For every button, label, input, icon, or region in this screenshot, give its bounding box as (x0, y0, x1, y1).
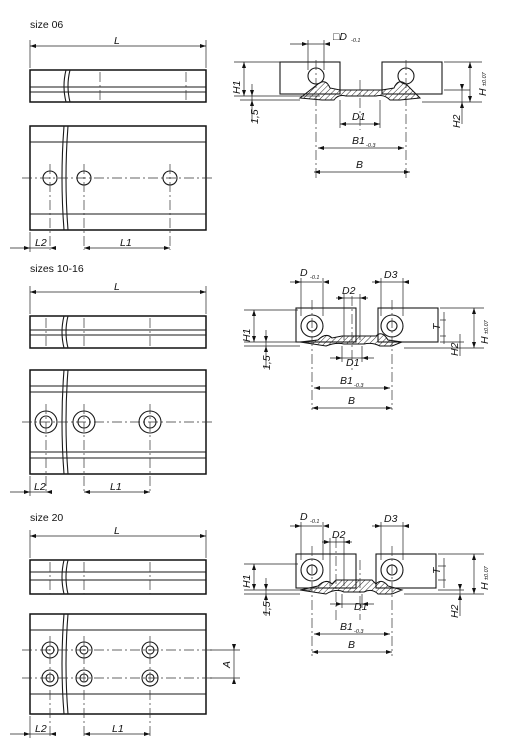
svg-text:T: T (431, 322, 443, 330)
side-view-06: L (29, 35, 207, 103)
svg-text:H: H (479, 336, 491, 344)
cross-section-10-16: D -0.1 D3 D2 H1 1,5 (241, 267, 491, 410)
svg-text:L: L (114, 281, 120, 293)
svg-text:H1: H1 (231, 81, 243, 94)
top-view-10-16: L2 L1 (10, 369, 214, 496)
svg-text:D1: D1 (352, 111, 365, 123)
section-size-06: size 06 L (10, 19, 489, 252)
section-title-size-06: size 06 (30, 19, 63, 31)
svg-text:D3: D3 (384, 269, 398, 281)
svg-text:B: B (348, 639, 355, 651)
svg-text:B1: B1 (340, 375, 353, 387)
svg-text:L2: L2 (34, 481, 46, 493)
svg-text:-0.3: -0.3 (354, 383, 364, 389)
svg-text:H2: H2 (449, 604, 461, 618)
svg-text:B1: B1 (352, 135, 365, 147)
svg-text:-0.3: -0.3 (366, 143, 376, 149)
section-title-size-20: size 20 (30, 512, 63, 524)
svg-text:-0.1: -0.1 (310, 519, 319, 525)
svg-text:L1: L1 (112, 723, 124, 735)
dim-label-L: L (114, 35, 120, 47)
svg-text:±0.07: ±0.07 (484, 565, 490, 580)
svg-text:1,5: 1,5 (261, 355, 273, 370)
svg-text:T: T (431, 566, 443, 574)
svg-text:B: B (348, 395, 355, 407)
svg-text:D3: D3 (384, 513, 398, 525)
top-view-20: A L2 L1 (10, 613, 240, 738)
top-view-06: L2 L1 (10, 125, 214, 252)
svg-text:±0.07: ±0.07 (482, 71, 488, 86)
svg-text:L1: L1 (110, 481, 122, 493)
svg-text:H: H (479, 582, 491, 590)
svg-text:D2: D2 (342, 285, 356, 297)
svg-text:H2: H2 (449, 342, 461, 356)
cross-section-06: □D -0.1 H1 1,5 H ±0.07 H2 (231, 31, 489, 180)
svg-text:D1: D1 (346, 357, 359, 369)
svg-text:L2: L2 (35, 723, 47, 735)
section-title-sizes-10-16: sizes 10-16 (30, 263, 84, 275)
svg-text:-0.1: -0.1 (351, 38, 360, 44)
cross-section-20: D -0.1 D3 D2 H1 1,5 (241, 511, 491, 656)
svg-text:L: L (114, 525, 120, 537)
svg-text:B1: B1 (340, 621, 353, 633)
section-size-20: size 20 L (10, 511, 491, 738)
svg-text:H: H (477, 88, 489, 96)
svg-text:D: D (300, 267, 308, 279)
svg-text:±0.07: ±0.07 (484, 319, 490, 334)
section-sizes-10-16: sizes 10-16 L (10, 263, 491, 496)
svg-text:H1: H1 (241, 329, 253, 342)
svg-text:1,5: 1,5 (249, 109, 261, 124)
svg-text:H2: H2 (451, 114, 463, 128)
side-view-10-16: L (29, 281, 207, 349)
dim-label-L1: L1 (120, 237, 132, 249)
svg-text:D1: D1 (354, 601, 367, 613)
dim-label-D-square: □D (333, 31, 347, 43)
svg-text:1,5: 1,5 (261, 601, 273, 616)
svg-text:-0.3: -0.3 (354, 629, 364, 635)
svg-text:B: B (356, 159, 363, 171)
dim-label-L2: L2 (35, 237, 47, 249)
svg-text:A: A (221, 661, 233, 669)
side-view-20: L (29, 525, 207, 595)
svg-text:D2: D2 (332, 529, 346, 541)
svg-text:-0.1: -0.1 (310, 275, 319, 281)
svg-text:D: D (300, 511, 308, 523)
svg-text:H1: H1 (241, 575, 253, 588)
